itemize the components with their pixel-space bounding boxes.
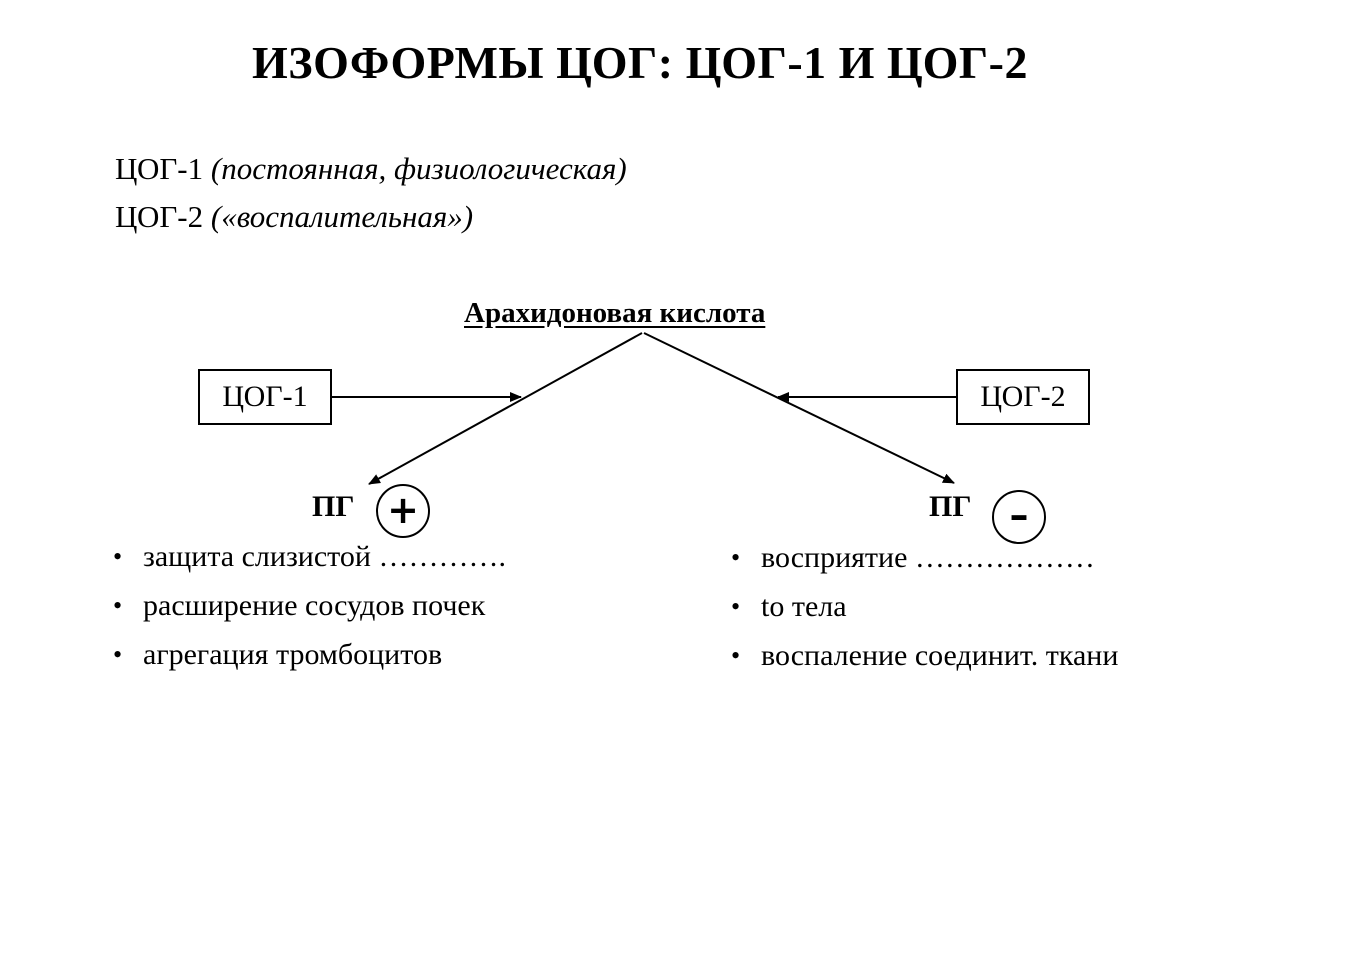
definition-cog2: ЦОГ-2 («воспалительная») — [115, 198, 473, 236]
definition-cog2-name: ЦОГ-2 — [115, 199, 211, 234]
enzyme-box-cog2: ЦОГ-2 — [956, 369, 1090, 425]
bullet-icon: • — [113, 542, 123, 571]
effect-text: защита слизистой …………. — [143, 540, 506, 573]
list-item: • агрегация тромбоцитов — [113, 636, 506, 685]
effect-text: расширение сосудов почек — [143, 589, 486, 622]
list-item: • защита слизистой …………. — [113, 538, 506, 587]
effect-text: воспаление соединит. ткани — [761, 639, 1119, 672]
list-item: • восприятие ……………… — [731, 539, 1118, 588]
enzyme-box-cog1: ЦОГ-1 — [198, 369, 332, 425]
effect-text: восприятие ……………… — [761, 541, 1095, 574]
definition-cog1-name: ЦОГ-1 — [115, 151, 211, 186]
arrow-to-pg-right — [643, 332, 955, 484]
product-label-left: ПГ — [312, 490, 355, 523]
minus-sign-icon: – — [992, 490, 1046, 544]
bullet-icon: • — [731, 543, 741, 572]
slide-title: ИЗОФОРМЫ ЦОГ: ЦОГ-1 И ЦОГ-2 — [252, 37, 1028, 88]
bullet-icon: • — [731, 641, 741, 670]
effects-list-left: • защита слизистой …………. • расширение сосу… — [113, 538, 506, 685]
effects-list-right: • восприятие ……………… • to тела • воспаление … — [731, 539, 1118, 686]
effect-text: to тела — [761, 590, 847, 623]
effect-text: агрегация тромбоцитов — [143, 638, 443, 671]
definition-cog1-note: (постоянная, физиологическая) — [210, 151, 627, 186]
definition-cog2-note: («воспалительная») — [210, 199, 474, 234]
bullet-icon: • — [113, 640, 123, 669]
list-item: • to тела — [731, 588, 1118, 637]
bullet-icon: • — [731, 592, 741, 621]
definition-cog1: ЦОГ-1 (постоянная, физиологическая) — [115, 150, 627, 188]
product-label-right: ПГ — [929, 490, 972, 523]
substrate-label: Арахидоновая кислота — [464, 297, 766, 329]
arrow-to-pg-left — [368, 332, 643, 485]
bullet-icon: • — [113, 591, 123, 620]
list-item: • расширение сосудов почек — [113, 587, 506, 636]
plus-sign-icon: + — [376, 484, 430, 538]
list-item: • воспаление соединит. ткани — [731, 637, 1118, 686]
